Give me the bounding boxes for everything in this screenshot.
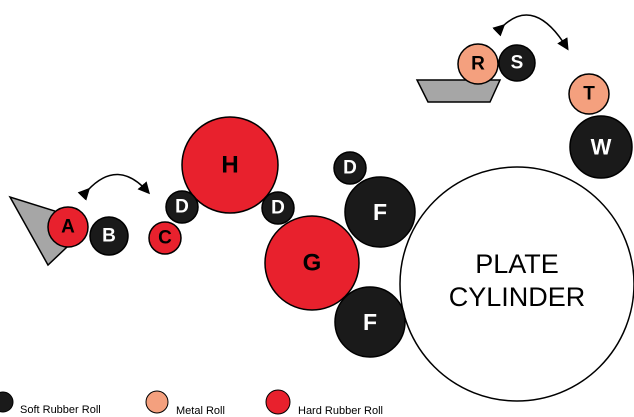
svg-text:G: G	[303, 250, 322, 277]
roll-H: H	[181, 116, 279, 214]
roll-R: R	[457, 43, 499, 85]
legend-metal-label: Metal Roll	[176, 405, 225, 417]
left-oscillation-arrow-icon	[77, 173, 150, 201]
svg-text:F: F	[373, 199, 387, 225]
legend-metal: Metal Roll	[145, 390, 225, 417]
legend-hard-rubber: Hard Rubber Roll	[265, 389, 383, 417]
roll-A: A	[47, 206, 89, 248]
roll-G: G	[264, 215, 360, 311]
svg-text:W: W	[591, 135, 612, 160]
roll-D-left: D	[165, 190, 199, 224]
legend-soft-rubber-label: Soft Rubber Roll	[20, 404, 101, 416]
plate-cylinder: PLATE CYLINDER	[399, 166, 634, 402]
roll-C: C	[148, 221, 182, 255]
roll-B: B	[89, 216, 129, 256]
svg-text:D: D	[271, 198, 285, 219]
svg-text:F: F	[363, 309, 377, 335]
roll-F-lower: F	[334, 286, 406, 358]
svg-text:C: C	[158, 228, 172, 249]
legend: Soft Rubber Roll Metal Roll Hard Rubber …	[0, 389, 383, 417]
legend-hard-rubber-label: Hard Rubber Roll	[298, 405, 383, 417]
roll-T: T	[568, 73, 610, 115]
svg-text:T: T	[583, 84, 595, 105]
right-oscillation-arrow-icon	[492, 14, 569, 51]
svg-text:S: S	[511, 53, 524, 74]
svg-text:D: D	[343, 158, 357, 179]
svg-text:B: B	[102, 226, 116, 247]
roll-S: S	[498, 44, 536, 82]
svg-text:D: D	[175, 197, 189, 218]
plate-cylinder-line2: CYLINDER	[449, 282, 586, 312]
roll-D-top: D	[333, 151, 367, 185]
roll-D-middle: D	[261, 191, 295, 225]
svg-text:R: R	[471, 54, 485, 75]
roll-W: W	[569, 115, 633, 179]
legend-soft-rubber: Soft Rubber Roll	[0, 391, 101, 416]
plate-cylinder-line1: PLATE	[475, 249, 559, 279]
svg-text:A: A	[61, 217, 75, 238]
roll-F-upper: F	[344, 176, 416, 248]
right-fountain-tray	[415, 79, 502, 103]
svg-text:H: H	[221, 152, 238, 179]
